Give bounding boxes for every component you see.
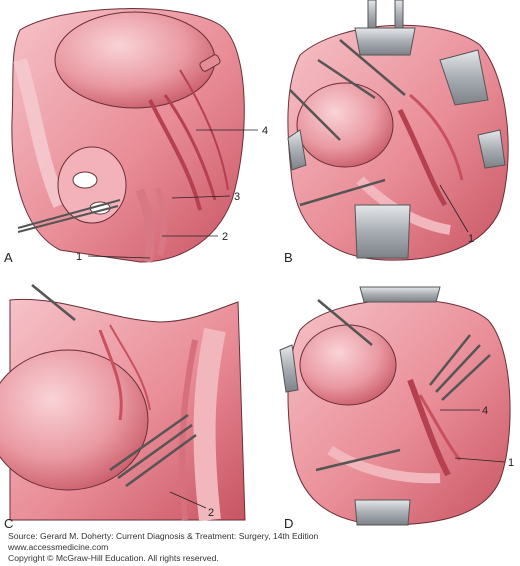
panel-b-letter: B	[284, 250, 293, 265]
panel-b-organ	[296, 82, 394, 168]
panel-a-leader-lines	[87, 129, 258, 259]
panel-a-letter: A	[4, 250, 13, 265]
panel-a	[11, 8, 258, 263]
panel-a-label-1: 1	[76, 251, 82, 263]
panel-c-organ	[0, 349, 149, 491]
panel-a-label-3: 3	[234, 191, 240, 203]
copyright-notice: Copyright © McGraw-Hill Education. All r…	[8, 553, 219, 563]
panel-c-letter: C	[4, 516, 13, 531]
panel-b-retractor-right	[439, 49, 489, 106]
panel-a-label-4: 4	[262, 125, 268, 137]
panel-d-retractor-bottom	[354, 499, 411, 526]
panel-c-label-2: 2	[208, 507, 214, 519]
panel-c-leader-line	[169, 491, 207, 509]
panel-d-leader-lines	[440, 409, 506, 463]
panel-b-retractor-bottom	[354, 204, 411, 259]
source-website: www.accessmedicine.com	[8, 542, 109, 552]
panel-c-instruments	[31, 284, 197, 488]
panel-b-retractor-left	[287, 129, 307, 171]
panel-a-label-2: 2	[222, 231, 228, 243]
panel-d-organ	[299, 324, 397, 406]
source-citation: Source: Gerard M. Doherty: Current Diagn…	[8, 531, 319, 541]
panel-a-forceps	[17, 199, 121, 233]
panel-b-retractor-top	[354, 0, 416, 56]
panel-d-retractor-top	[359, 286, 441, 303]
panel-b	[287, 0, 509, 261]
panel-d-letter: D	[284, 516, 293, 531]
panel-b-label-1: 1	[468, 233, 474, 245]
panel-d-label-4: 4	[482, 405, 488, 417]
panel-c	[0, 284, 246, 522]
panel-b-leader-line	[439, 184, 469, 233]
panel-b-instruments	[289, 39, 406, 207]
panel-d-instruments	[315, 299, 491, 472]
panel-d-label-1: 1	[508, 457, 514, 469]
panel-d	[279, 286, 511, 526]
panel-a-organ	[54, 11, 216, 109]
